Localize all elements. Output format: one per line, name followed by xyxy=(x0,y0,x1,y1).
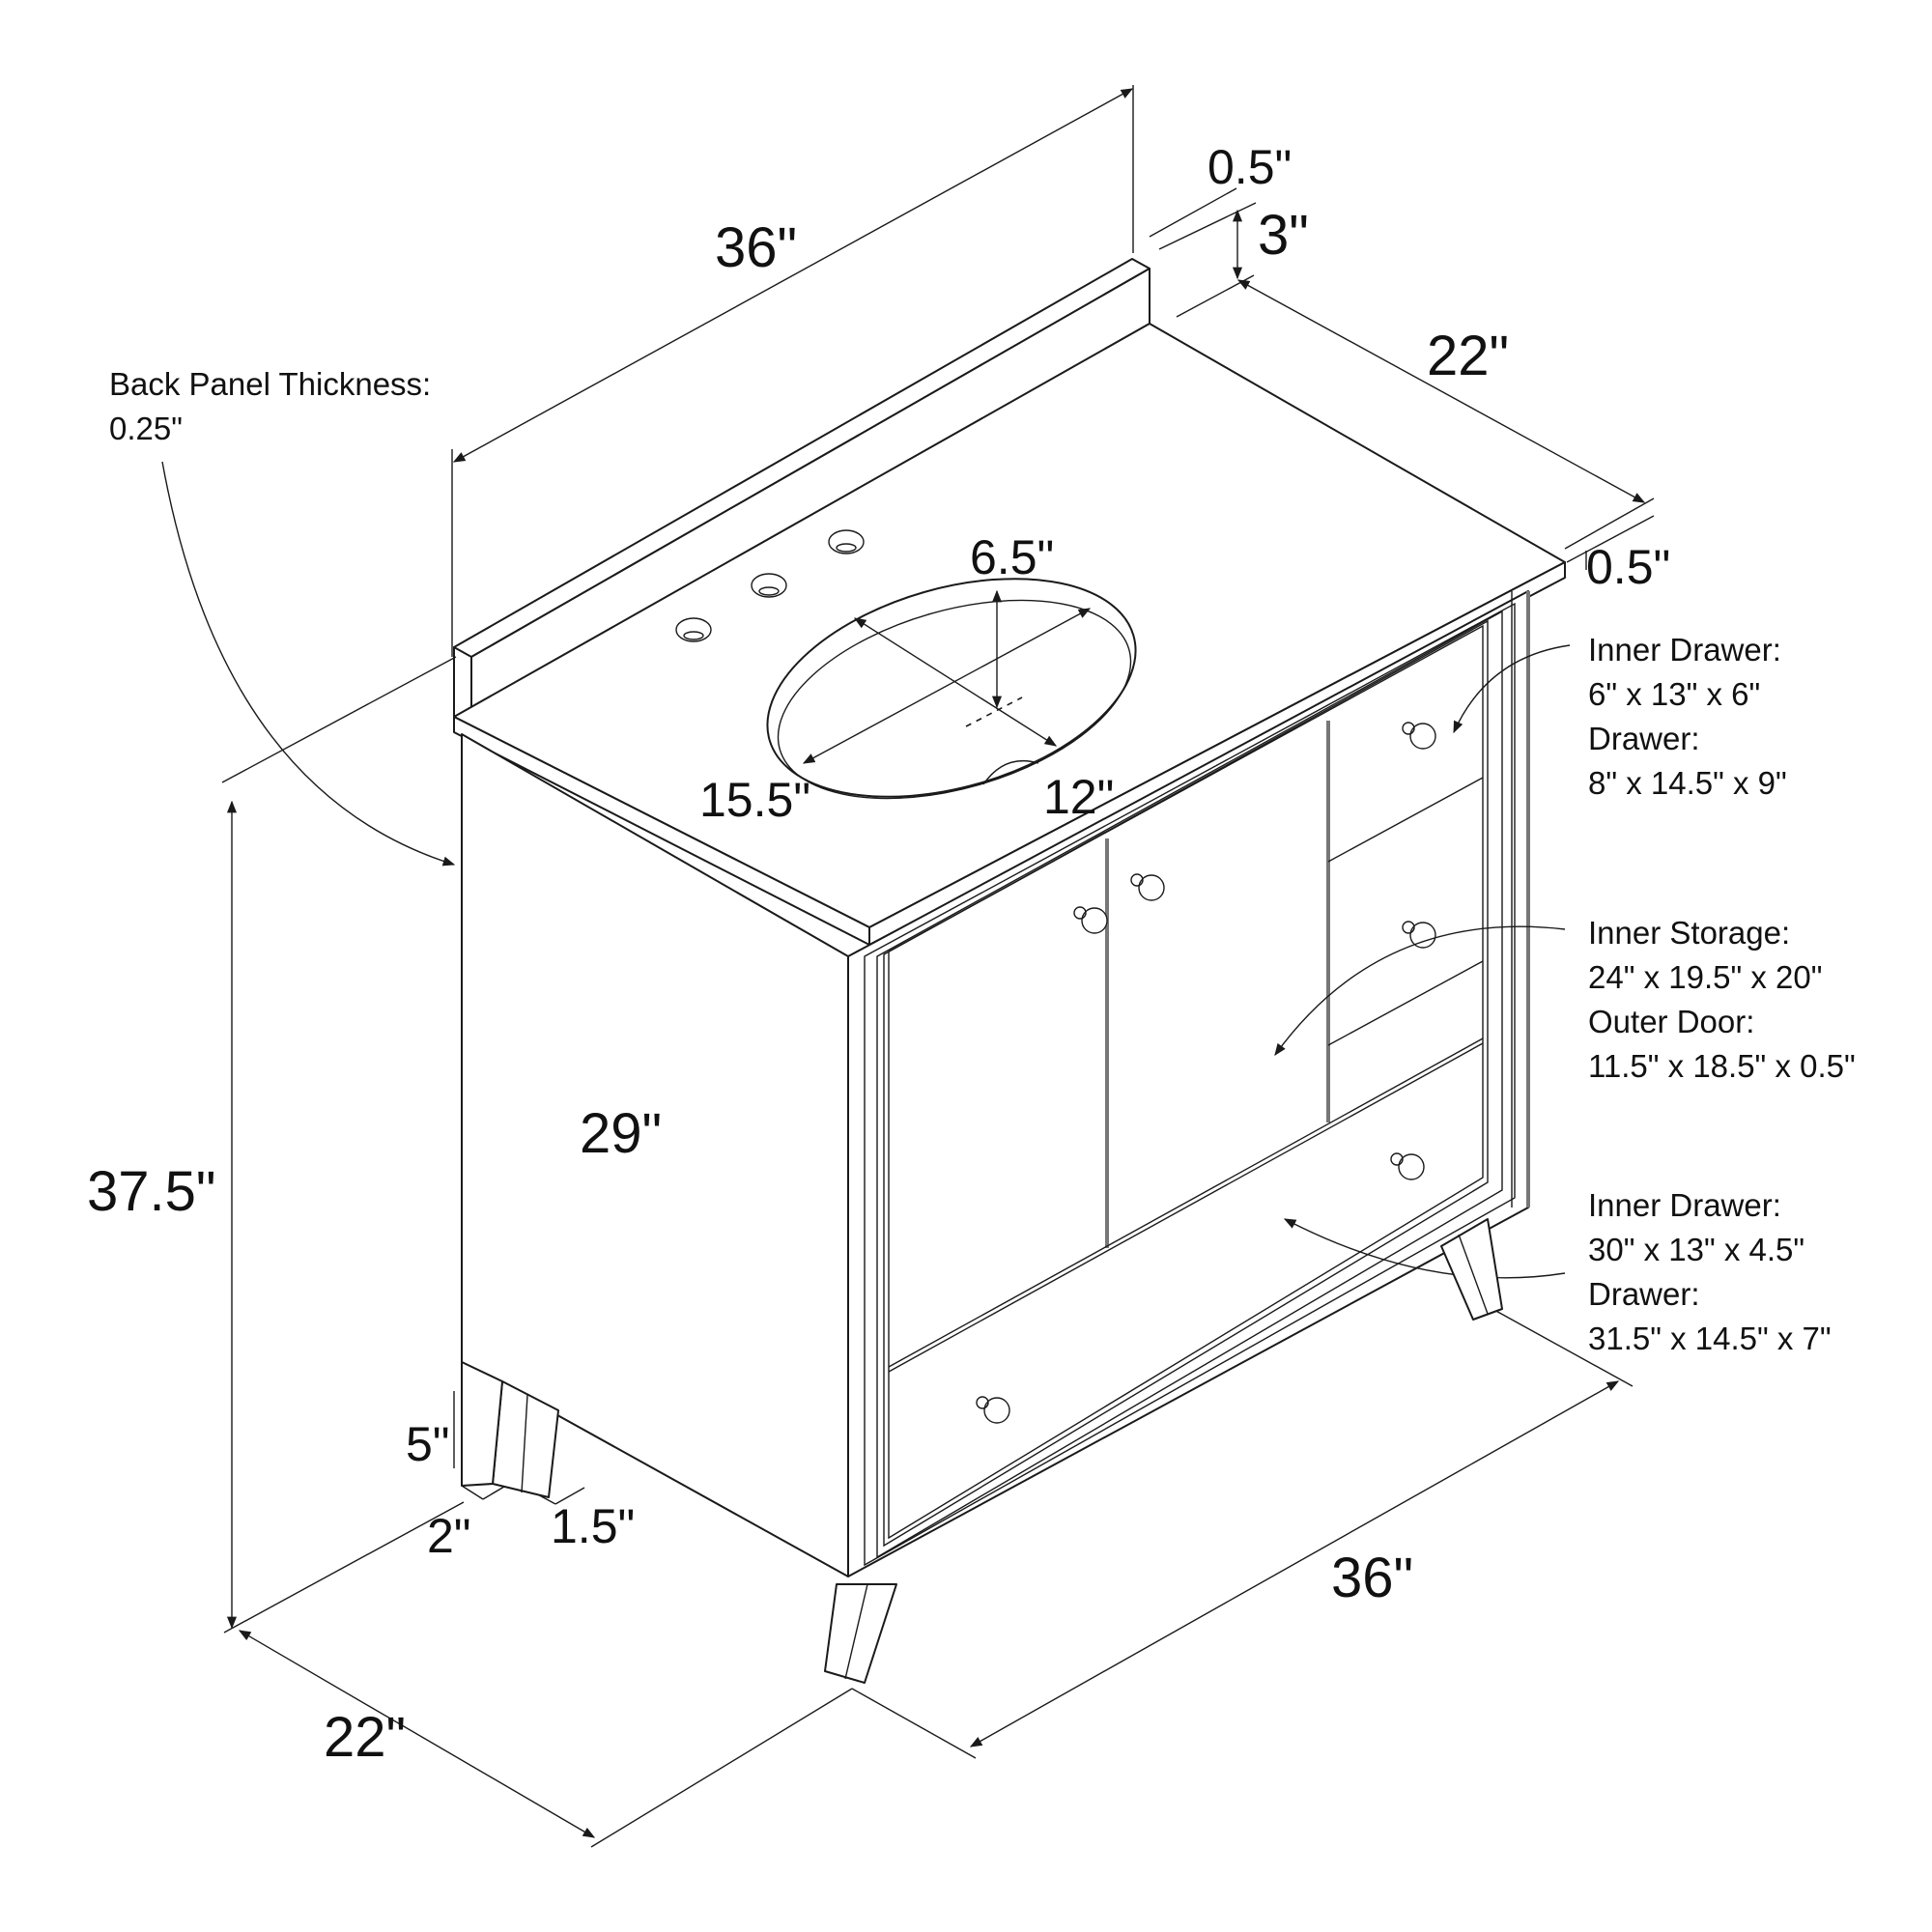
label-backsplash-thickness: 0.5" xyxy=(1208,140,1293,194)
knobs xyxy=(976,722,1436,1424)
note-top-drawer-outer-value: 8" x 14.5" x 9" xyxy=(1588,765,1787,801)
label-sink-length: 15.5" xyxy=(699,773,811,827)
note-back-panel-title: Back Panel Thickness: xyxy=(109,366,432,402)
note-top-drawer-inner-value: 6" x 13" x 6" xyxy=(1588,676,1761,712)
sink-bowl xyxy=(766,578,1137,800)
label-base-depth: 22" xyxy=(324,1706,407,1769)
note-bottom-drawer-outer-title: Drawer: xyxy=(1588,1276,1700,1312)
note-back-panel: Back Panel Thickness: 0.25" xyxy=(109,362,431,451)
label-sink-width: 12" xyxy=(1043,770,1115,824)
note-storage-inner-value: 24" x 19.5" x 20" xyxy=(1588,959,1823,995)
label-cabinet-height: 29" xyxy=(580,1102,663,1165)
label-base-width: 36" xyxy=(1331,1547,1414,1609)
countertop xyxy=(453,258,1566,946)
label-leg-height: 5" xyxy=(406,1417,450,1471)
label-backsplash-height: 3" xyxy=(1258,204,1309,267)
note-storage-door-value: 11.5" x 18.5" x 0.5" xyxy=(1588,1048,1856,1084)
note-top-drawer-inner-title: Inner Drawer: xyxy=(1588,632,1781,668)
label-overall-height: 37.5" xyxy=(87,1160,216,1223)
note-top-drawer: Inner Drawer: 6" x 13" x 6" Drawer: 8" x… xyxy=(1588,628,1787,806)
note-bottom-drawer-outer-value: 31.5" x 14.5" x 7" xyxy=(1588,1321,1832,1356)
legs xyxy=(461,1218,1503,1684)
label-countertop-thickness: 0.5" xyxy=(1586,540,1671,594)
label-countertop-depth: 22" xyxy=(1427,325,1510,387)
note-storage-door-title: Outer Door: xyxy=(1588,1004,1755,1039)
faucet-holes xyxy=(675,529,865,642)
label-backsplash-width: 36" xyxy=(715,216,798,279)
note-bottom-drawer: Inner Drawer: 30" x 13" x 4.5" Drawer: 3… xyxy=(1588,1183,1832,1361)
label-sink-depth: 6.5" xyxy=(970,530,1055,584)
note-top-drawer-outer-title: Drawer: xyxy=(1588,721,1700,756)
note-bottom-drawer-inner-title: Inner Drawer: xyxy=(1588,1187,1781,1223)
label-leg-depth: 1.5" xyxy=(551,1499,636,1553)
note-bottom-drawer-inner-value: 30" x 13" x 4.5" xyxy=(1588,1232,1805,1267)
note-storage-inner-title: Inner Storage: xyxy=(1588,915,1791,951)
cabinet-front xyxy=(847,590,1571,1577)
label-leg-width: 2" xyxy=(427,1509,471,1563)
note-storage: Inner Storage: 24" x 19.5" x 20" Outer D… xyxy=(1588,911,1856,1089)
note-back-panel-value: 0.25" xyxy=(109,411,183,446)
